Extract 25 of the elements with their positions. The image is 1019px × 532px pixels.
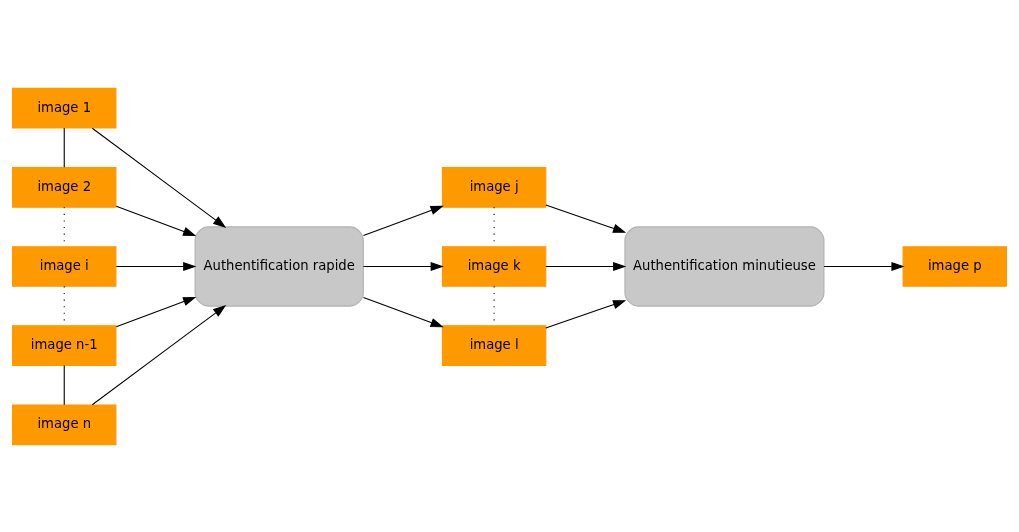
node-box: image i: [12, 245, 117, 287]
arrow: [823, 261, 905, 271]
arrow: [362, 205, 444, 236]
connector: [63, 127, 65, 168]
arrow: [545, 203, 627, 233]
node-box: Authentification minutieuse: [624, 225, 825, 307]
connector: [63, 364, 65, 405]
arrow: [115, 205, 197, 236]
node-box: image k: [441, 245, 547, 287]
node-box: image n: [12, 403, 117, 445]
node-box: image j: [441, 166, 547, 208]
node-box: image l: [441, 324, 547, 366]
arrow: [91, 127, 227, 228]
node-box: image n-1: [12, 324, 117, 366]
arrow: [362, 261, 444, 271]
node-box: image 2: [12, 166, 117, 208]
arrow: [362, 296, 444, 327]
arrow: [545, 261, 627, 271]
node-box: image 1: [12, 87, 117, 129]
node-box: image p: [902, 245, 1007, 287]
arrow: [115, 261, 197, 271]
arrow: [91, 304, 227, 405]
arrow: [545, 299, 627, 329]
node-box: Authentification rapide: [194, 225, 364, 307]
arrow: [115, 296, 197, 327]
